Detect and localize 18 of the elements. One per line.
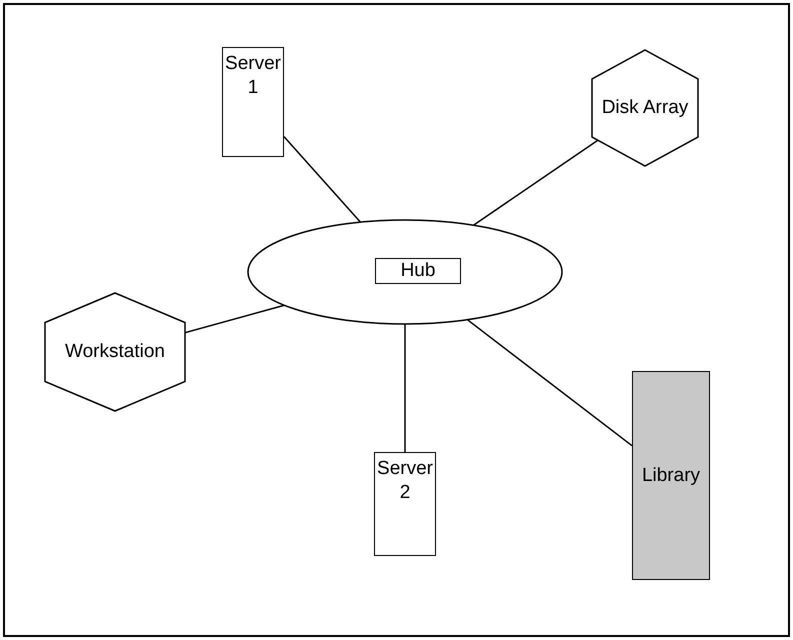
library-box (632, 371, 710, 580)
connector-line (404, 324, 406, 452)
workstation-hexagon (45, 293, 185, 411)
connector-line (184, 304, 285, 334)
server-box (374, 452, 436, 556)
node-label: Server 1 (224, 52, 282, 100)
storage-hexagon (592, 50, 698, 166)
node-label: Hub (400, 259, 436, 283)
hub-ellipse (248, 220, 562, 324)
hub-box (375, 258, 461, 284)
connector-line (283, 136, 361, 223)
connector-line (473, 140, 598, 226)
server-box (222, 47, 284, 157)
node-label: Library (640, 464, 702, 488)
node-label: Workstation (64, 340, 166, 364)
connector-line (466, 319, 632, 446)
node-label: Server 2 (376, 457, 434, 505)
node-label: Disk Array (600, 96, 690, 120)
